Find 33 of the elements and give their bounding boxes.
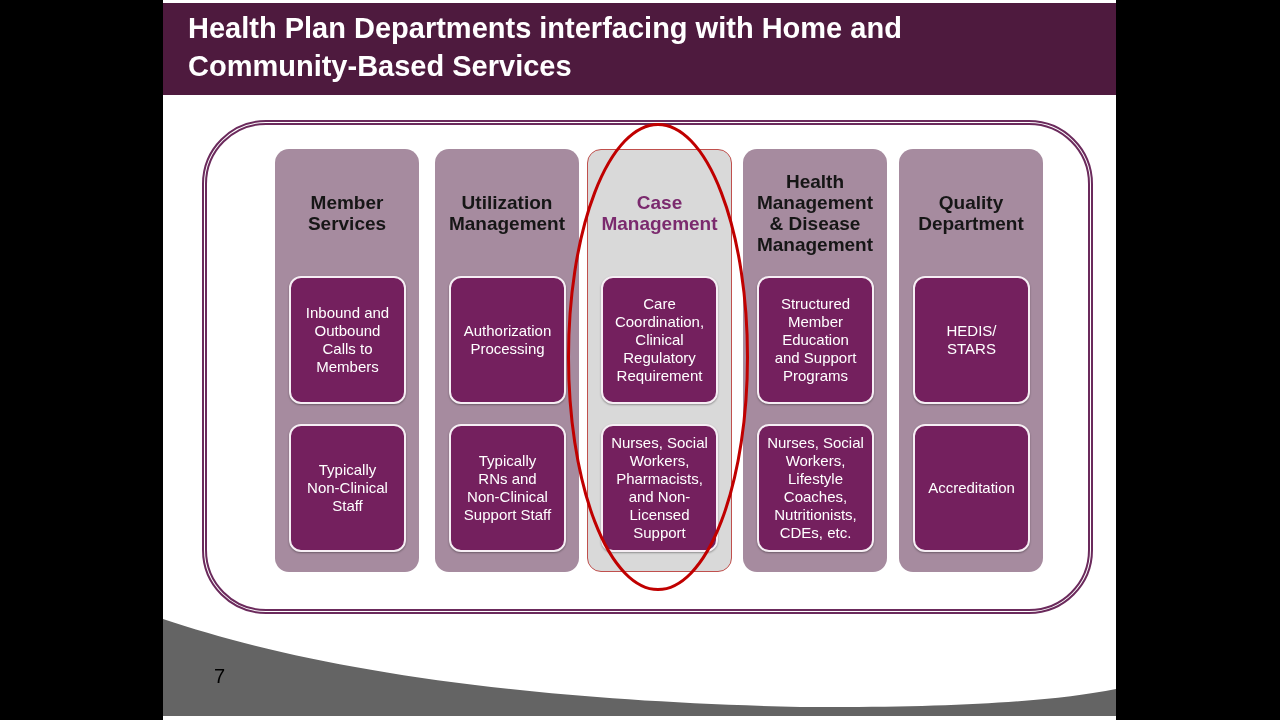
department-column (275, 149, 419, 572)
department-column (587, 149, 732, 572)
department-heading: Utilization Management (447, 191, 567, 234)
department-column (743, 149, 887, 572)
department-heading: Health Management & Disease Management (755, 170, 875, 255)
slide-title: Health Plan Departments interfacing with Home and Community-Based Services (188, 11, 903, 84)
department-column (899, 149, 1043, 572)
function-card (913, 276, 1030, 404)
department-column (435, 149, 579, 572)
card-text: Inbound and Outbound Calls to Members (304, 304, 391, 376)
card-text: Structured Member Education and Support Programs (773, 295, 858, 385)
department-heading: Member Services (306, 191, 388, 234)
department-heading: Case Management (600, 192, 719, 234)
outer-frame (202, 120, 1093, 614)
card-text: Authorization Processing (462, 322, 553, 358)
function-card (601, 424, 718, 552)
function-card (757, 424, 874, 552)
card-text: Nurses, Social Workers, Lifestyle Coaches, Nutritionists, CDEs, etc. (766, 434, 865, 542)
function-card (289, 424, 406, 552)
card-text: Typically RNs and Non-Clinical Support Staff (462, 452, 553, 524)
card-text: Care Coordination, Clinical Regulatory Requirement (613, 295, 706, 385)
function-card (757, 276, 874, 404)
function-card (289, 276, 406, 404)
function-card (449, 276, 566, 404)
department-heading: Quality Department (917, 191, 1025, 234)
page-number: 7 (214, 664, 226, 688)
function-card (449, 424, 566, 552)
card-text: Nurses, Social Workers, Pharmacists, and Non-Licensed Support (610, 434, 709, 542)
function-card (913, 424, 1030, 552)
card-text: Accreditation (928, 479, 1015, 497)
function-card (601, 276, 718, 404)
card-text: HEDIS/ STARS (945, 322, 998, 358)
card-text: Typically Non-Clinical Staff (306, 461, 389, 515)
